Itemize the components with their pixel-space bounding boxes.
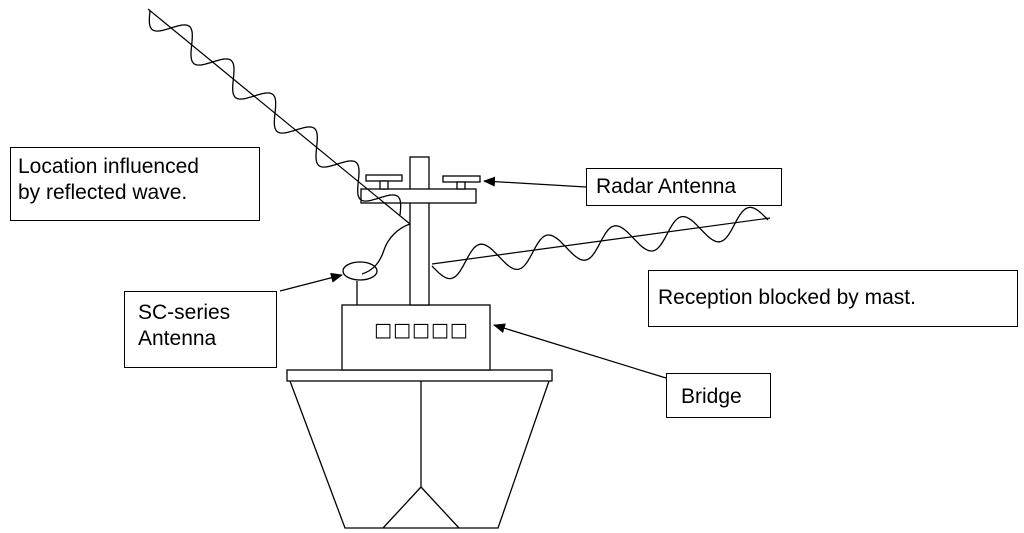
radar-antenna-left [365,174,403,190]
incoming-wave [148,10,402,216]
sc-label-line-2: Antenna [138,327,217,350]
reception-label-text: Reception blocked by mast. [658,286,916,309]
bridge-label: Bridge [666,373,771,418]
callout-arrows [279,176,667,379]
bridge-windows: □□□□□ [374,319,469,341]
sc-label-line-1: SC-series [138,301,231,324]
radar-antenna-label: Radar Antenna [586,168,782,206]
sc-series-antenna-label: SC-series Antenna [124,291,277,368]
bridge-label-text: Bridge [681,385,742,408]
ship-hull [286,369,553,529]
blocked-wave [431,206,769,280]
radar-antenna-label-text: Radar Antenna [596,175,737,198]
bridge-house [341,304,491,371]
hull-outline [289,380,550,529]
location-label-line-1: Location influenced [18,155,199,178]
hull-bow [382,486,460,529]
sc-series-antenna [342,261,378,305]
deck-rail [286,369,553,382]
radar-platform [360,188,477,204]
arrow-bridge [493,323,667,379]
location-influenced-label: Location influenced by reflected wave. [10,147,260,221]
mast [409,156,430,306]
location-label-line-2: by reflected wave. [18,181,188,204]
reception-blocked-label: Reception blocked by mast. [648,270,1018,327]
arrow-radar [483,176,587,188]
radar-antenna-right [442,175,481,190]
arrow-sc [279,272,343,292]
reflected-wave [361,223,411,275]
